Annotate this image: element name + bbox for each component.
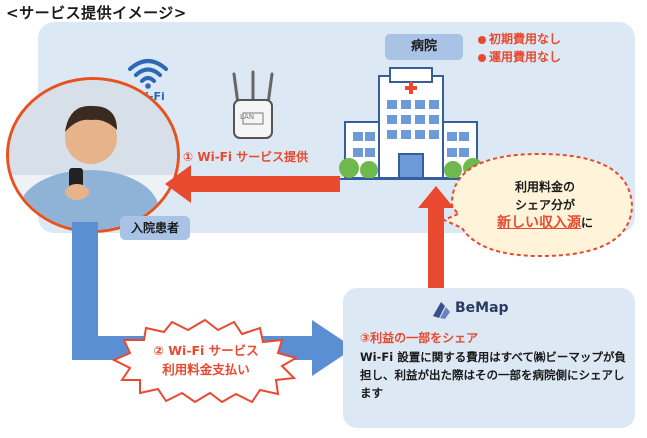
router-lan-label: LAN xyxy=(240,113,255,121)
payment-starburst xyxy=(111,318,299,403)
patient-photo xyxy=(6,77,180,233)
benefit-initial-cost: 初期費用なし xyxy=(478,30,561,47)
wifi-icon xyxy=(128,59,168,89)
step2-label: ② Wi-Fi サービス 利用料金支払い xyxy=(153,343,259,377)
bemap-name: BeMap xyxy=(455,300,509,316)
payment-arrow xyxy=(72,222,354,376)
revenue-share-arrow xyxy=(418,186,454,290)
step3-label: ③利益の一部をシェア xyxy=(360,331,479,345)
revenue-callout-bubble xyxy=(441,152,634,258)
revenue-callout: 利用料金の シェア分が 新しい収入源に xyxy=(496,180,593,231)
service-arrow xyxy=(165,165,340,203)
bullet-icon xyxy=(478,35,486,44)
hospital-building-icon xyxy=(335,67,487,180)
page-title: <サービス提供イメージ> xyxy=(6,4,187,22)
benefit-running-cost: 運用費用なし xyxy=(478,48,561,65)
bullet-icon xyxy=(478,53,486,62)
router-icon xyxy=(232,70,274,139)
step1-label: ① Wi-Fi サービス提供 xyxy=(183,150,309,164)
hospital-label: 病院 xyxy=(385,34,463,60)
bemap-logo-icon xyxy=(433,302,450,319)
bemap-description: Wi-Fi 設置に関する費用はすべて㈱ビーマップが負担し、利益が出た際はその一部… xyxy=(360,350,626,400)
bemap-panel xyxy=(343,288,635,428)
patient-label: 入院患者 xyxy=(120,216,190,240)
